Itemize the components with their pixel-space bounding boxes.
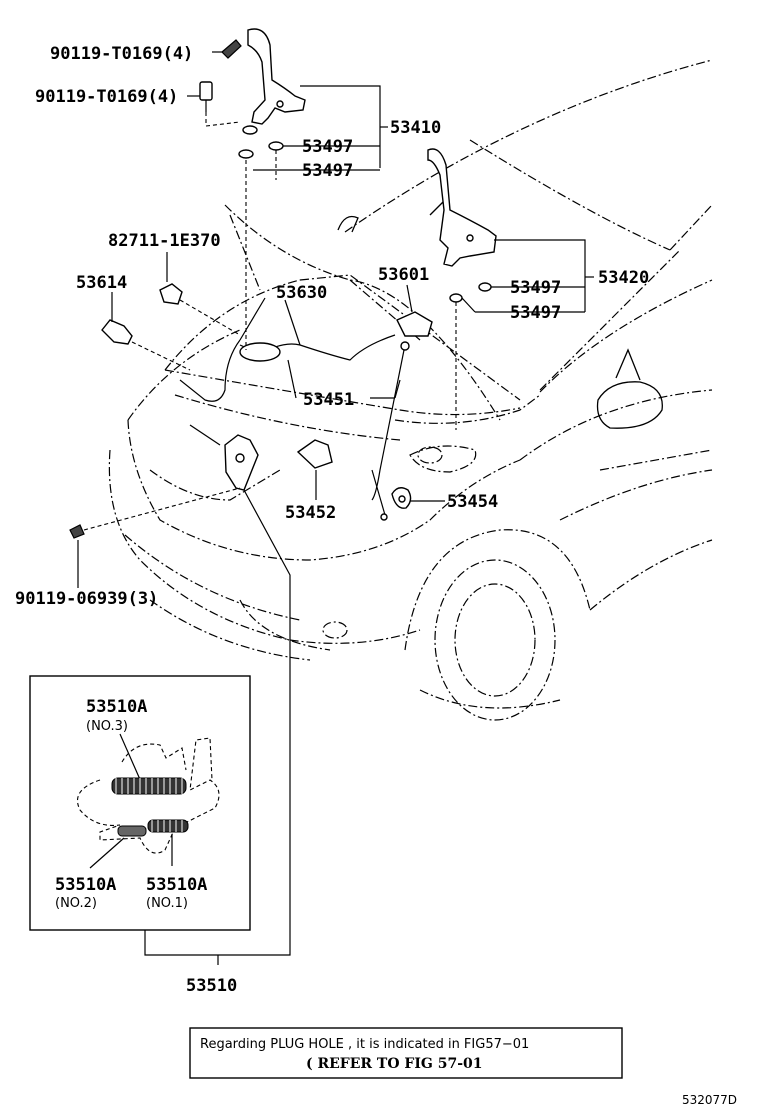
label-bolt-lock: 90119-06939(3)	[15, 589, 158, 609]
note-line-2: ( REFER TO FIG 57-01	[306, 1056, 483, 1072]
spring-icon	[111, 777, 189, 837]
car-body-outline	[108, 59, 713, 721]
leader-lines	[77, 51, 594, 965]
label-part-no1: 53510A	[146, 875, 207, 895]
label-part-no3: 53510A	[86, 697, 147, 717]
note-box: Regarding PLUG HOLE , it is indicated in…	[189, 1027, 623, 1079]
hinge-lh-part	[247, 28, 306, 125]
detail-inset: 53510A (NO.3) 53510A (NO.2) 53510A (NO.1…	[29, 675, 251, 931]
part-labels: 90119-T0169(4) 90119-T0169(4) 53410 5349…	[15, 44, 649, 996]
label-cushion: 53454	[447, 492, 498, 512]
bracket-part	[101, 319, 133, 345]
holder-part	[296, 439, 333, 469]
label-holder: 53452	[285, 503, 336, 523]
hinge-rh-part	[427, 148, 497, 267]
label-clip: 82711-1E370	[108, 231, 221, 251]
label-cable-assy: 53630	[276, 283, 327, 303]
support-rod-part	[371, 349, 405, 521]
bolt-icon	[199, 39, 242, 112]
label-bolt-top-2: 90119-T0169(4)	[35, 87, 178, 107]
note-line-1: Regarding PLUG HOLE , it is indicated in…	[200, 1037, 529, 1052]
label-lock-assy: 53510	[186, 976, 237, 996]
diagram-id: 532077D	[682, 1093, 737, 1107]
label-washer-rh-1: 53497	[510, 278, 561, 298]
tag-no2: (NO.2)	[55, 896, 97, 911]
clip-icon	[159, 283, 183, 305]
label-support-rod: 53451	[303, 390, 354, 410]
label-washer-lh-1: 53497	[302, 137, 353, 157]
label-bolt-top-1: 90119-T0169(4)	[50, 44, 193, 64]
label-washer-lh-2: 53497	[302, 161, 353, 181]
label-lock-sub: 53601	[378, 265, 429, 285]
label-part-no2: 53510A	[55, 875, 116, 895]
label-washer-rh-2: 53497	[510, 303, 561, 323]
cable-part	[179, 334, 396, 402]
tag-no3: (NO.3)	[86, 719, 128, 734]
label-bracket: 53614	[76, 273, 127, 293]
washer-icon	[238, 125, 492, 303]
lock-bolt-icon	[69, 524, 85, 539]
label-hinge-rh: 53420	[598, 268, 649, 288]
label-hinge-lh: 53410	[390, 118, 441, 138]
lock-subassy-part	[396, 311, 433, 351]
hood-lock-part	[189, 424, 259, 491]
cushion-icon	[391, 487, 412, 509]
tag-no1: (NO.1)	[146, 896, 188, 911]
